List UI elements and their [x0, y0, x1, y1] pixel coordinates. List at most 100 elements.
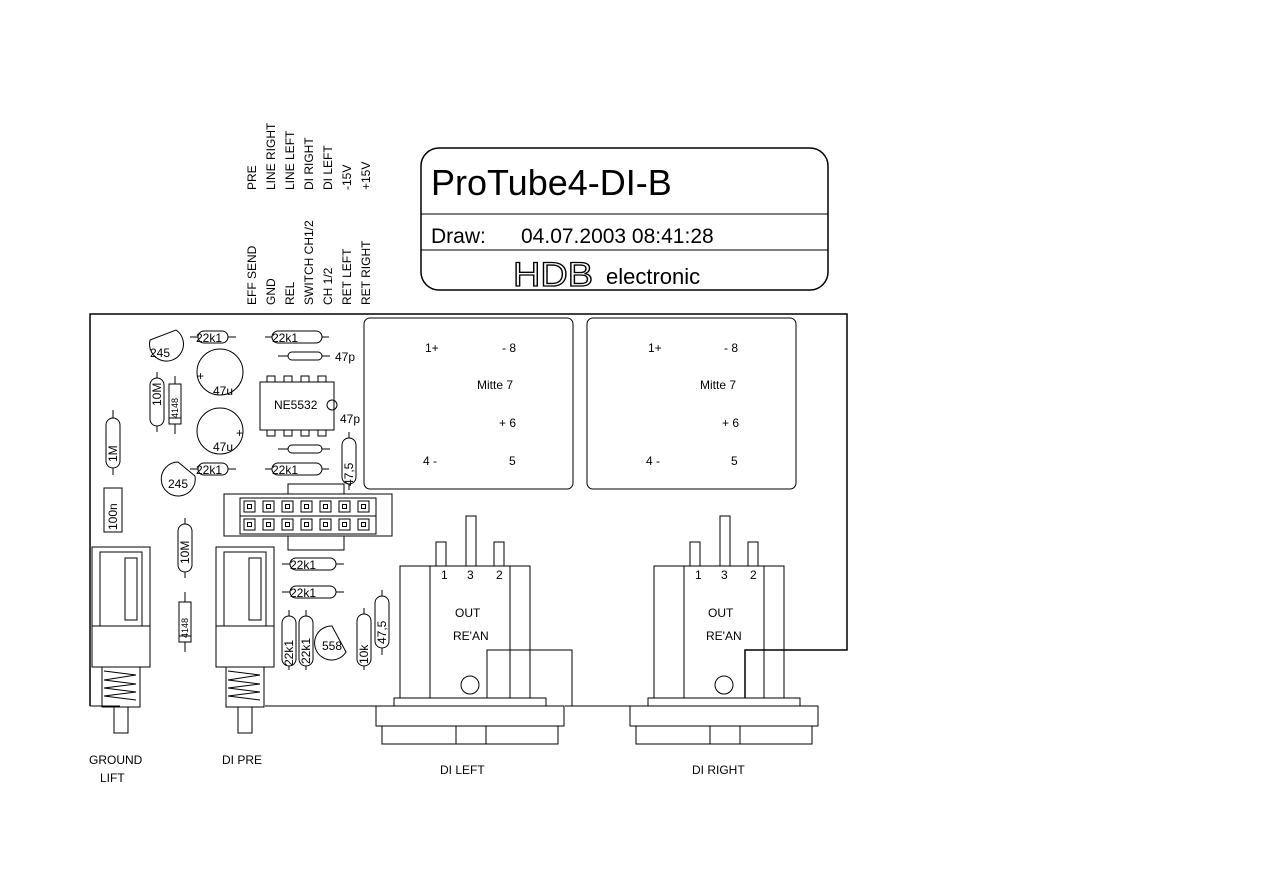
svg-text:2: 2	[750, 568, 757, 582]
resistor-r4: 22k1	[265, 462, 329, 477]
svg-text:47,5: 47,5	[375, 620, 389, 644]
label-switch-ch12: SWITCH CH1/2	[302, 220, 316, 305]
svg-text:47,5: 47,5	[342, 462, 356, 486]
resistor-10m-bottom: 10M	[177, 518, 193, 578]
svg-text:47u: 47u	[213, 440, 233, 454]
header-pin-pad	[361, 504, 366, 509]
transformer-right: 1+ - 8 Mitte 7 + 6 4 - 5	[586, 317, 797, 490]
transistor-t3: 558	[314, 625, 347, 661]
header-pin	[357, 518, 370, 531]
header-pin	[319, 518, 332, 531]
company-logo: HDB	[513, 256, 593, 294]
header-pin-pad	[247, 504, 252, 509]
connector-labels-bottom: EFF SEND GND REL SWITCH CH1/2 CH 1/2 RET…	[245, 220, 373, 305]
xlr-right-out-label: OUT	[708, 606, 734, 620]
svg-text:22k1: 22k1	[196, 331, 222, 345]
svg-text:3: 3	[467, 568, 474, 582]
xlr-di-right: 1 3 2 OUT RE'AN DI RIGHT	[629, 515, 819, 777]
svg-text:22k1: 22k1	[290, 586, 316, 600]
label-di-left: DI LEFT	[321, 145, 335, 190]
resistor-r1: 22k1	[190, 330, 236, 345]
capacitor-100n: 100n	[103, 487, 123, 533]
switch-ground-lift[interactable]: GROUND LIFT	[89, 546, 151, 785]
capacitor-47p-bottom: 47p	[278, 412, 360, 454]
header-pin-pad	[285, 504, 290, 509]
label-ch12: CH 1/2	[321, 267, 335, 305]
resistor-10m-top: 10M	[149, 372, 165, 432]
transistor-t1: 245	[149, 329, 184, 362]
title-block: ProTube4-DI-B Draw: 04.07.2003 08:41:28 …	[420, 147, 829, 295]
switch-ground-lift-label1: GROUND	[89, 753, 143, 767]
resistor-22k1-r7: 22k1	[281, 610, 297, 670]
header-pin-pad	[323, 504, 328, 509]
svg-text:22k1: 22k1	[299, 638, 313, 664]
xlr-di-left: 1 3 2 OUT RE'AN DI LEFT	[375, 515, 565, 777]
header-pin	[338, 518, 351, 531]
label-eff-send: EFF SEND	[245, 245, 259, 305]
label-ret-left: RET LEFT	[340, 248, 354, 305]
svg-text:47p: 47p	[335, 350, 355, 364]
label-line-left: LINE LEFT	[283, 130, 297, 190]
svg-text:47p: 47p	[340, 412, 360, 426]
draw-label: Draw:	[431, 225, 486, 248]
tr-right-pin4: 4 -	[646, 454, 660, 468]
switch-di-pre[interactable]: DI PRE	[215, 546, 275, 767]
header-pin-pad	[323, 522, 328, 527]
resistor-r5: 22k1	[282, 557, 344, 572]
resistor-47-5-a: 47,5	[341, 432, 357, 490]
label-line-right: LINE RIGHT	[264, 122, 278, 190]
tr-right-pin6: + 6	[722, 416, 739, 430]
label-minus-15v: -15V	[340, 165, 354, 190]
transformer-left: 1+ - 8 Mitte 7 + 6 4 - 5	[363, 317, 574, 490]
label-plus-15v: +15V	[359, 162, 373, 190]
svg-text:10k: 10k	[357, 644, 371, 664]
xlr-left-name: DI LEFT	[440, 763, 485, 777]
svg-text:10M: 10M	[178, 541, 192, 564]
diode-d1: 4148	[168, 376, 182, 434]
svg-text:245: 245	[168, 477, 188, 491]
tr-right-pin8: - 8	[724, 341, 738, 355]
svg-text:1M: 1M	[106, 445, 120, 462]
header-pin	[357, 500, 370, 513]
connector-labels-top: PRE LINE RIGHT LINE LEFT DI RIGHT DI LEF…	[245, 122, 373, 190]
svg-text:3: 3	[721, 568, 728, 582]
tr-left-pin6: + 6	[499, 416, 516, 430]
svg-text:4148: 4148	[170, 398, 180, 418]
header-pin-pad	[342, 504, 347, 509]
xlr-right-name: DI RIGHT	[692, 763, 745, 777]
header-pin	[262, 500, 275, 513]
svg-text:100n: 100n	[106, 503, 120, 530]
svg-text:4148: 4148	[180, 618, 190, 638]
header-pin-pad	[247, 522, 252, 527]
header-pin-pad	[285, 522, 290, 527]
capacitor-47u-bottom: + 47u	[196, 407, 244, 455]
header-pin-pad	[342, 522, 347, 527]
tr-left-pin1: 1+	[425, 341, 439, 355]
capacitor-47u-top: + 47u	[196, 348, 244, 398]
header-pin	[319, 500, 332, 513]
header-pin	[243, 518, 256, 531]
label-ret-right: RET RIGHT	[359, 240, 373, 305]
header-pin	[300, 500, 313, 513]
header-pin-pad	[266, 504, 271, 509]
label-pre: PRE	[245, 165, 259, 190]
resistor-47-5-b: 47,5	[374, 590, 390, 655]
tr-right-center: Mitte 7	[700, 378, 736, 392]
tr-right-pin5: 5	[731, 454, 738, 468]
drawing-title: ProTube4-DI-B	[431, 162, 672, 203]
label-di-right: DI RIGHT	[302, 137, 316, 190]
tr-left-pin4: 4 -	[423, 454, 437, 468]
header-pin	[281, 518, 294, 531]
label-gnd: GND	[264, 278, 278, 305]
header-pin	[243, 500, 256, 513]
switch-ground-lift-label2: LIFT	[100, 771, 125, 785]
svg-text:558: 558	[322, 639, 342, 653]
header-pin-pad	[361, 522, 366, 527]
company-suffix: electronic	[606, 264, 700, 289]
label-rel: REL	[283, 281, 297, 305]
tr-right-pin1: 1+	[648, 341, 662, 355]
svg-text:22k1: 22k1	[272, 463, 298, 477]
svg-text:22k1: 22k1	[272, 331, 298, 345]
svg-text:+: +	[197, 369, 204, 383]
